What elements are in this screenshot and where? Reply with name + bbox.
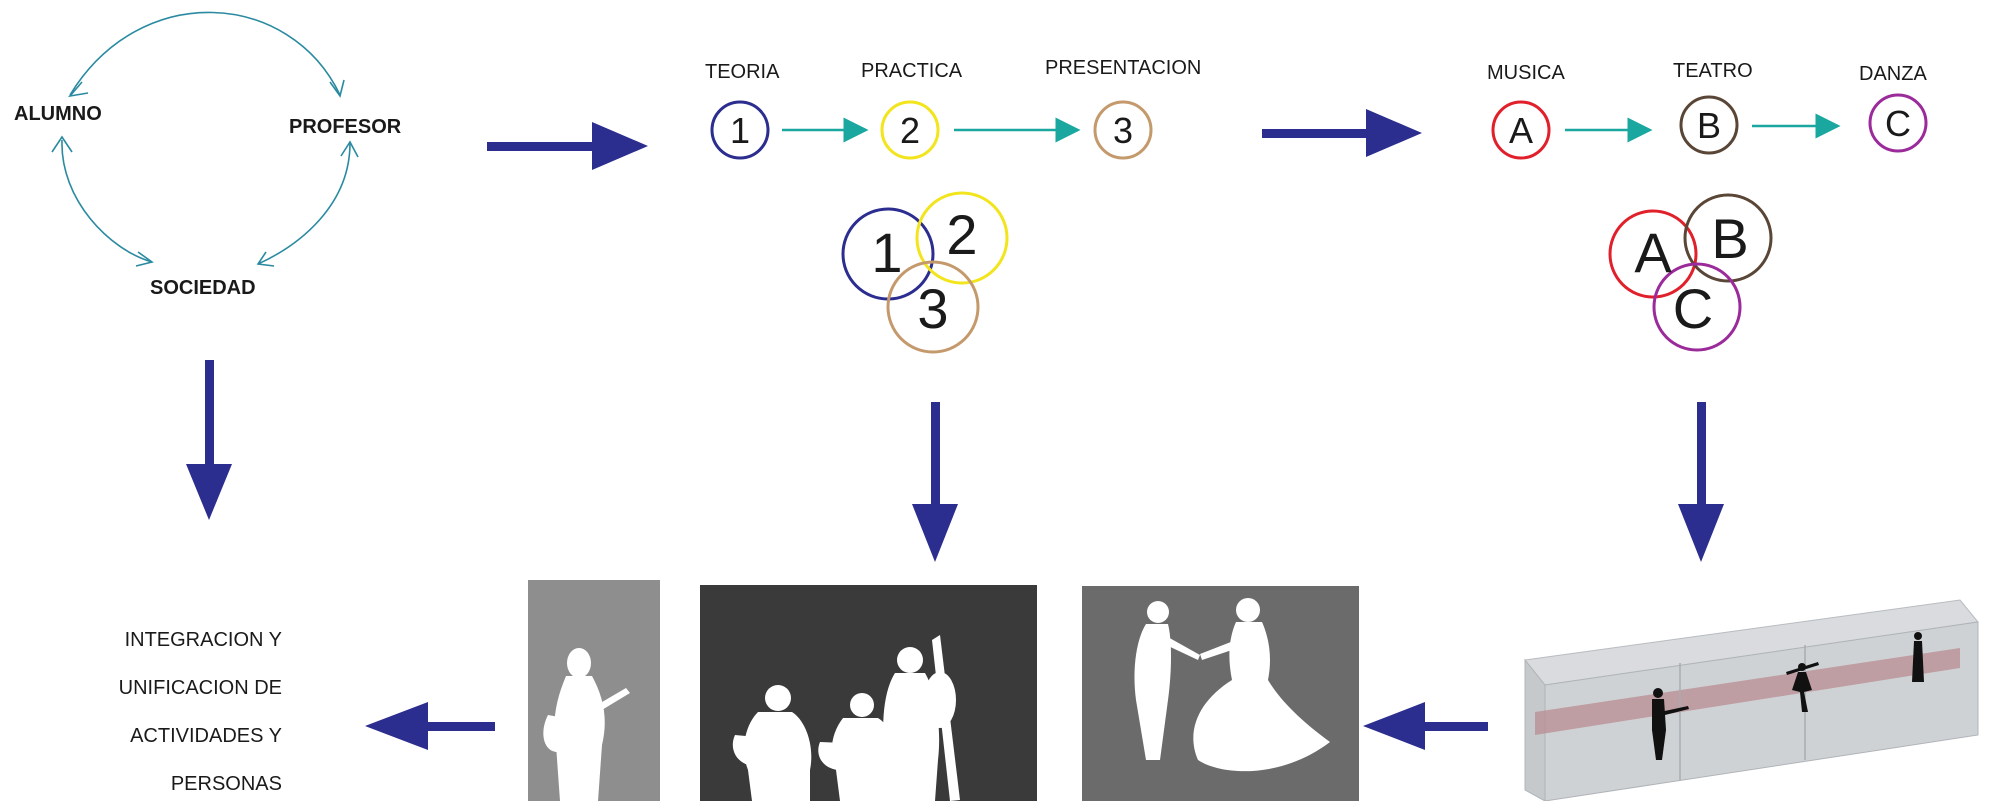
arts-label-c: DANZA bbox=[1859, 63, 1927, 85]
process-label-1: TEORIA bbox=[705, 61, 780, 83]
arts-circle-c bbox=[1868, 93, 1928, 153]
arts-group: MUSICA TEATRO DANZA A B C A B C bbox=[1487, 60, 1928, 352]
node-society: SOCIEDAD bbox=[150, 277, 256, 299]
stage-3d-model-icon bbox=[1524, 599, 1979, 801]
result-line-1: INTEGRACION Y bbox=[124, 629, 282, 651]
process-num-2: 2 bbox=[900, 110, 920, 151]
arts-venn-a bbox=[1608, 209, 1698, 299]
arts-label-b: TEATRO bbox=[1673, 60, 1753, 82]
arts-circle-a bbox=[1491, 100, 1551, 160]
process-num-3: 3 bbox=[1113, 110, 1133, 151]
flow-arrows bbox=[186, 109, 1724, 750]
arts-letter-c: C bbox=[1885, 103, 1911, 144]
guitarist-photo bbox=[528, 580, 660, 801]
arts-venn-b bbox=[1683, 193, 1773, 283]
cycle-arc-left bbox=[61, 139, 153, 263]
result-line-3: ACTIVIDADES Y bbox=[130, 725, 282, 747]
arts-label-a: MUSICA bbox=[1487, 62, 1565, 84]
arts-letter-a: A bbox=[1509, 110, 1533, 151]
arrowhead-left-bottom bbox=[135, 251, 154, 267]
arrow-photos-to-result bbox=[365, 702, 495, 750]
arts-venn-letter-a: A bbox=[1634, 221, 1672, 284]
process-circle-2 bbox=[880, 100, 940, 160]
arrowhead-top-left bbox=[67, 81, 89, 98]
process-venn-num-1: 1 bbox=[871, 221, 902, 284]
cycle-arc-right bbox=[257, 142, 351, 265]
arrow-process-to-arts bbox=[1262, 109, 1422, 157]
arrow-cycle-down bbox=[186, 360, 232, 520]
process-venn-num-3: 3 bbox=[917, 277, 948, 340]
cycle-group bbox=[51, 11, 359, 267]
arrowhead-left-top bbox=[51, 135, 73, 153]
process-label-2: PRACTICA bbox=[861, 60, 963, 82]
arrowhead-top-right bbox=[329, 79, 345, 98]
process-circle-3 bbox=[1093, 100, 1153, 160]
process-circle-1 bbox=[710, 100, 770, 160]
arrow-process-down bbox=[912, 402, 958, 562]
result-text: INTEGRACION Y UNIFICACION DE ACTIVIDADES… bbox=[60, 616, 282, 808]
node-teacher: PROFESOR bbox=[289, 116, 402, 138]
node-student: ALUMNO bbox=[14, 103, 102, 125]
musicians-photo bbox=[700, 585, 1037, 801]
arts-venn-c bbox=[1652, 262, 1742, 352]
arrow-arts-down bbox=[1678, 402, 1724, 562]
arts-circle-b bbox=[1679, 95, 1739, 155]
process-venn-num-2: 2 bbox=[946, 203, 977, 266]
arrowhead-right-top bbox=[340, 140, 359, 158]
arrowhead-right-bottom bbox=[256, 251, 275, 267]
arts-venn-letter-b: B bbox=[1711, 207, 1748, 270]
process-venn-3 bbox=[886, 260, 980, 354]
musicians-silhouette-icon bbox=[732, 635, 960, 801]
arts-venn-letter-c: C bbox=[1673, 277, 1713, 340]
dancers-silhouette-icon bbox=[1134, 598, 1330, 772]
stage-model bbox=[1524, 599, 1979, 801]
arts-letter-b: B bbox=[1697, 105, 1721, 146]
process-group: TEORIA PRACTICA PRESENTACION 1 2 3 1 2 3 bbox=[705, 57, 1201, 354]
cycle-arc-top bbox=[69, 11, 341, 96]
dancers-photo bbox=[1082, 586, 1359, 801]
arrow-cycle-to-process bbox=[487, 122, 648, 170]
process-venn-2 bbox=[915, 191, 1009, 285]
arrow-stage-to-dancers bbox=[1363, 702, 1488, 750]
process-num-1: 1 bbox=[730, 110, 750, 151]
result-line-4: PERSONAS bbox=[170, 773, 282, 795]
guitarist-silhouette-icon bbox=[543, 648, 630, 801]
process-label-3: PRESENTACION bbox=[1045, 57, 1201, 79]
result-line-2: UNIFICACION DE bbox=[118, 677, 282, 699]
